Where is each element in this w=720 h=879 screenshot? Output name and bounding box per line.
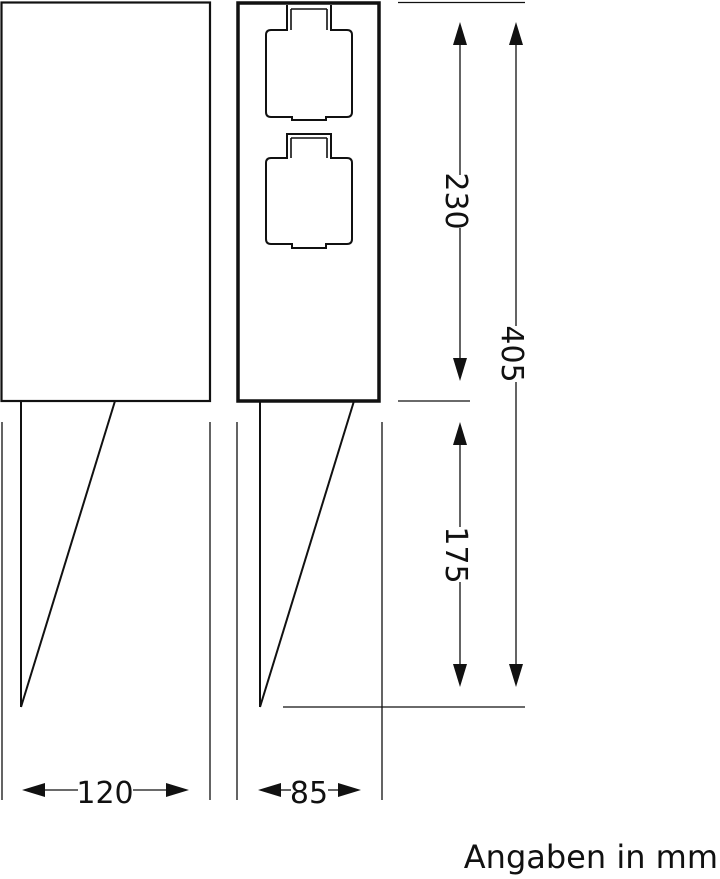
units-note: Angaben in mm	[464, 838, 718, 876]
dimension-lines	[42, 40, 517, 791]
dimension-total-height: 405	[494, 325, 529, 382]
arrowheads	[22, 22, 523, 797]
dimension-stake-height: 175	[438, 526, 473, 583]
socket-icon	[265, 133, 353, 249]
arrow-down-icon	[453, 358, 467, 381]
dimension-front-width: 85	[290, 776, 328, 811]
arrow-left-icon	[258, 783, 281, 797]
side-view-body	[0, 1, 212, 403]
front-view-stake-diagonal	[259, 400, 355, 708]
arrow-up-icon	[453, 22, 467, 45]
arrow-up-icon	[453, 422, 467, 445]
front-view-body	[236, 1, 381, 403]
arrow-left-icon	[22, 783, 45, 797]
dimension-body-height: 230	[438, 172, 473, 229]
dimension-side-width: 120	[76, 776, 133, 811]
socket-icon	[265, 5, 353, 121]
extension-lines	[1, 1, 525, 800]
arrow-up-icon	[509, 22, 523, 45]
side-view	[0, 1, 212, 708]
front-view	[236, 1, 381, 708]
arrow-down-icon	[509, 664, 523, 687]
arrow-right-icon	[338, 783, 361, 797]
arrow-down-icon	[453, 664, 467, 687]
side-view-stake-diagonal	[20, 400, 116, 708]
arrow-right-icon	[166, 783, 189, 797]
